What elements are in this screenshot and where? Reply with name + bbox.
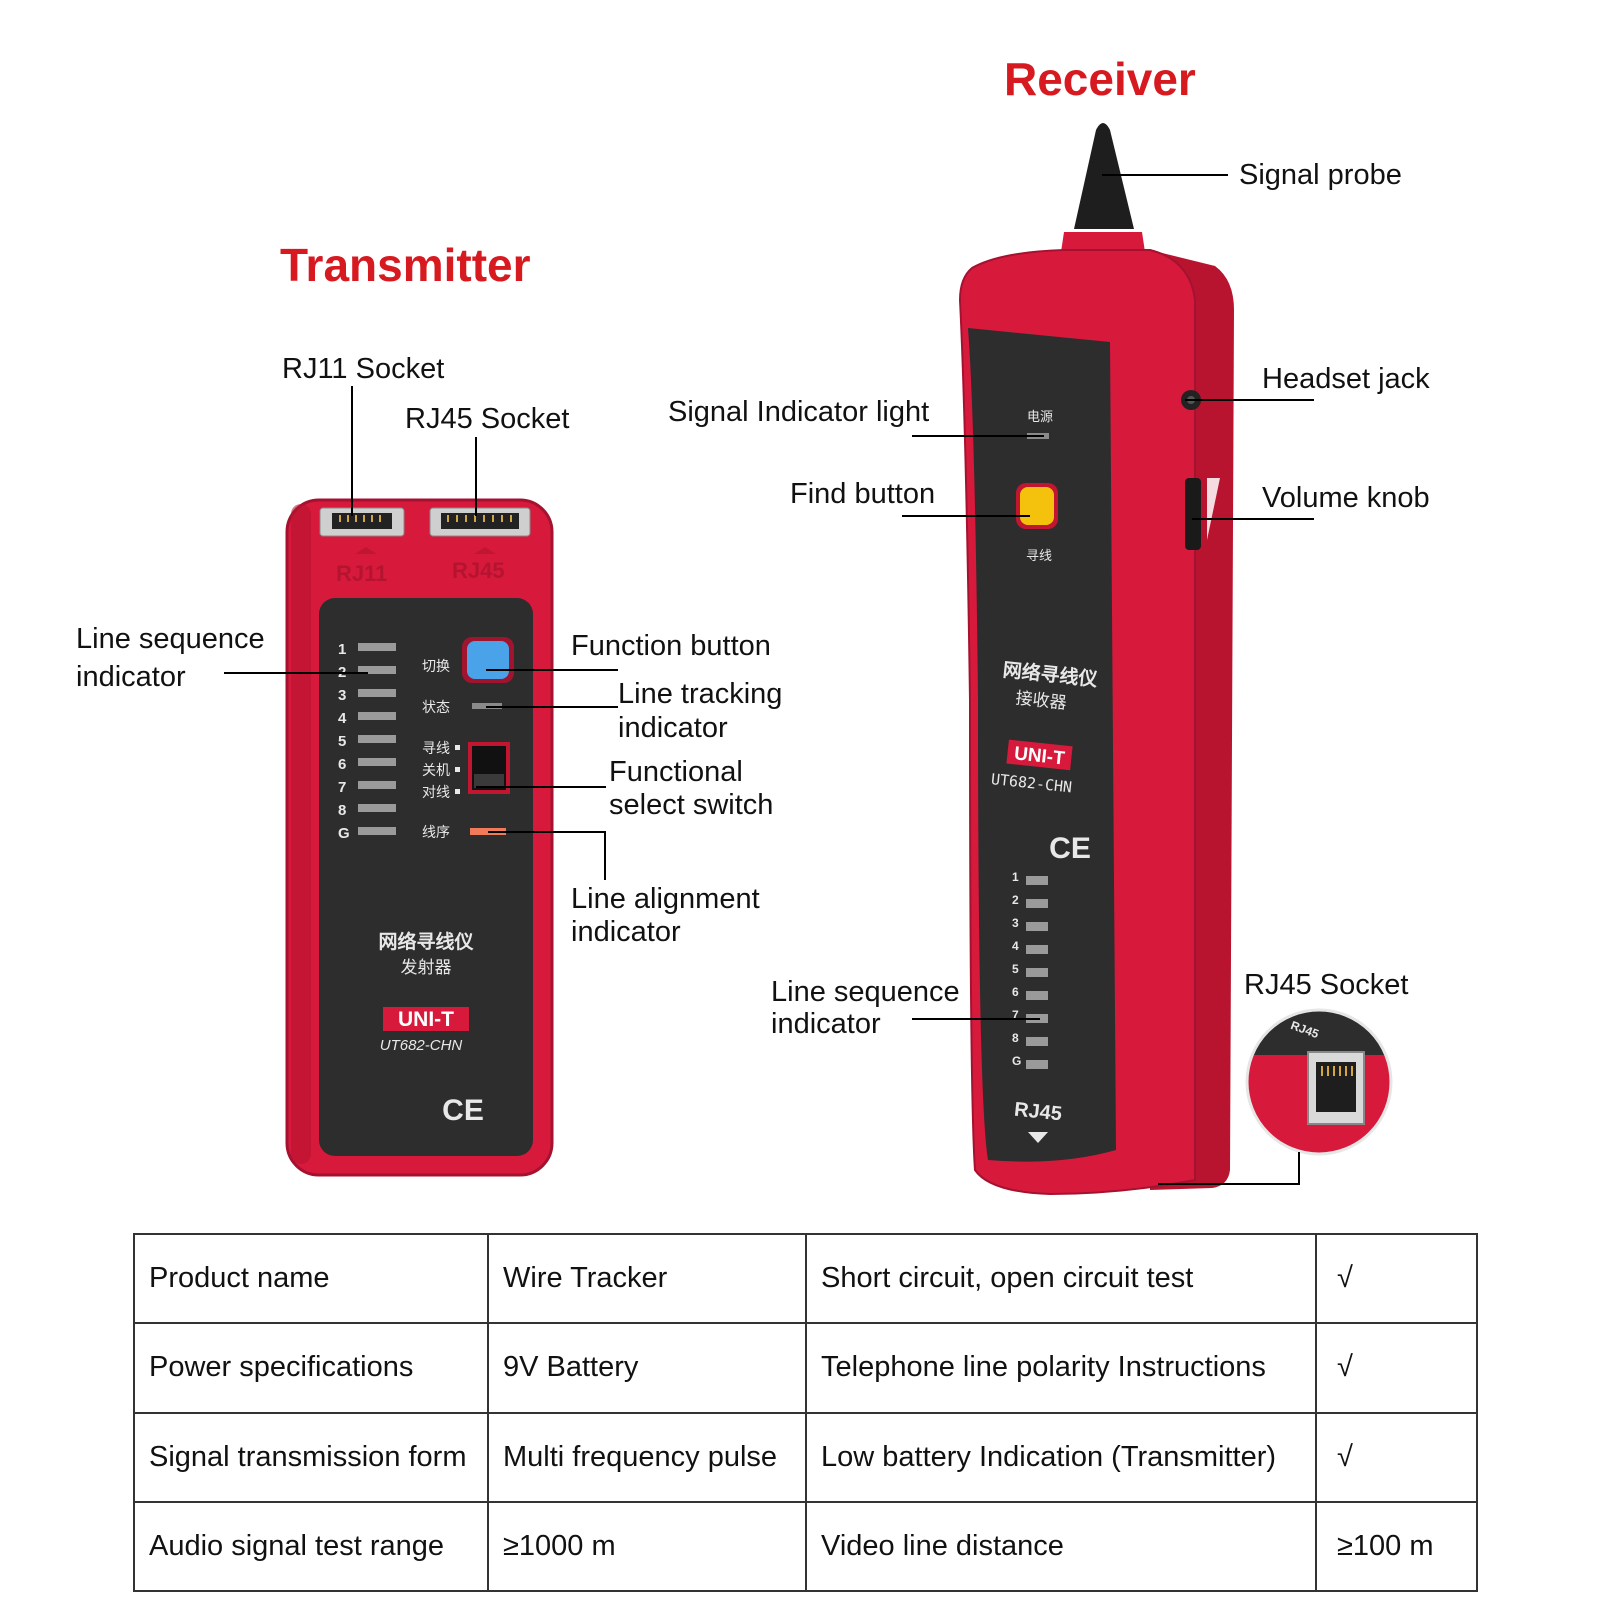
status-label: 状态 (422, 700, 450, 716)
table-cell: Low battery Indication (Transmitter) (805, 1411, 1317, 1503)
rj45-port-label: RJ45 (452, 558, 505, 583)
led-number: 7 (338, 779, 346, 796)
table-cell: Multi frequency pulse (487, 1411, 807, 1503)
receiver-sequence-leds (1026, 876, 1048, 1069)
spec-table: Product name Wire Tracker Short circuit,… (133, 1232, 1478, 1593)
led-number: 4 (338, 710, 347, 727)
transmitter-device: RJ11 RJ45 1 2 3 4 5 6 7 8 G 切换 状态 (285, 498, 554, 1177)
receiver-device: 电源 寻线 网络寻线仪 接收器 UNI-T UT682-CHN CE 1 2 3… (958, 123, 1234, 1196)
mode-label: 寻线 (422, 741, 450, 757)
transmitter-title: Transmitter (280, 239, 531, 291)
led-number: G (338, 825, 350, 842)
transmitter-model: UT682-CHN (380, 1037, 463, 1054)
led-number: 1 (338, 641, 346, 658)
line-tracking-indicator-label: Line tracking indicator (618, 678, 783, 744)
table-cell: Video line distance (805, 1500, 1317, 1593)
table-cell: ≥100 m (1315, 1500, 1478, 1593)
table-row: Signal transmission form Multi frequency… (133, 1411, 1478, 1503)
receiver-rj45-inset: RJ45 (1245, 1008, 1393, 1156)
table-cell: Power specifications (133, 1322, 489, 1414)
signal-indicator-light-label: Signal Indicator light (668, 396, 930, 428)
led-number: 8 (1012, 1031, 1019, 1045)
functional-select-switch-label: Functional select switch (609, 756, 774, 821)
led-number: 5 (1012, 962, 1019, 976)
table-cell: √ (1315, 1411, 1478, 1503)
led-number: G (1012, 1054, 1021, 1068)
led-number: 1 (1012, 870, 1019, 884)
transmitter-name-line2: 发射器 (401, 958, 452, 978)
table-cell: Telephone line polarity Instructions (805, 1322, 1317, 1414)
rj11-socket (319, 507, 405, 537)
led-number: 7 (1012, 1008, 1019, 1022)
table-cell: √ (1315, 1232, 1478, 1325)
led-number: 3 (338, 687, 346, 704)
line-sequence-leds (358, 643, 396, 835)
headset-jack-label: Headset jack (1262, 363, 1430, 395)
table-cell: 9V Battery (487, 1322, 807, 1414)
mode-label: 对线 (422, 785, 450, 801)
volume-knob-label: Volume knob (1262, 482, 1430, 514)
table-row: Product name Wire Tracker Short circuit,… (133, 1232, 1478, 1325)
receiver-led-numbers: 1 2 3 4 5 6 7 8 G (1012, 870, 1021, 1068)
tx-line-sequence-indicator-label: Line sequence indicator (76, 623, 265, 693)
signal-probe-label: Signal probe (1239, 159, 1402, 191)
rj11-socket-label: RJ11 Socket (282, 353, 445, 385)
transmitter-ce-mark: CE (442, 1094, 484, 1127)
rj11-port-label: RJ11 (336, 561, 387, 586)
power-label: 电源 (1027, 410, 1053, 425)
transmitter-name-line1: 网络寻线仪 (378, 930, 474, 953)
table-cell: Audio signal test range (133, 1500, 489, 1593)
table-row: Power specifications 9V Battery Telephon… (133, 1322, 1478, 1414)
led-number: 6 (338, 756, 346, 773)
led-number: 3 (1012, 916, 1019, 930)
rj45-socket (429, 507, 531, 537)
functional-select-switch (468, 742, 510, 794)
rx-rj45-socket-label: RJ45 Socket (1244, 969, 1409, 1001)
line-alignment-indicator-label: Line alignment indicator (571, 883, 760, 948)
find-button (1016, 483, 1058, 529)
function-button (462, 637, 514, 683)
product-illustration: RJ11 RJ45 1 2 3 4 5 6 7 8 G 切换 状态 (224, 123, 1393, 1196)
transmitter-brand: UNI-T (398, 1008, 454, 1031)
receiver-port-label: RJ45 (1013, 1099, 1063, 1126)
table-cell: √ (1315, 1322, 1478, 1414)
find-button-label: Find button (790, 478, 936, 510)
led-number: 2 (1012, 893, 1019, 907)
led-number: 5 (338, 733, 346, 750)
receiver-ce-mark: CE (1049, 832, 1091, 865)
function-button-label: Function button (571, 630, 771, 662)
receiver-callouts (902, 174, 1314, 1185)
mode-label: 关机 (422, 763, 450, 779)
find-label: 寻线 (1026, 549, 1052, 564)
volume-knob (1185, 478, 1201, 550)
sequence-label: 线序 (422, 825, 450, 841)
table-cell: ≥1000 m (487, 1500, 807, 1593)
table-cell: Short circuit, open circuit test (805, 1232, 1317, 1325)
receiver-title: Receiver (1004, 53, 1196, 105)
table-cell: Wire Tracker (487, 1232, 807, 1325)
led-number: 6 (1012, 985, 1019, 999)
rx-line-sequence-indicator-label: Line sequence indicator (771, 976, 960, 1040)
rj45-socket-label: RJ45 Socket (405, 403, 570, 435)
led-number: 4 (1012, 939, 1019, 953)
table-cell: Signal transmission form (133, 1411, 489, 1503)
switch-label: 切换 (422, 658, 450, 675)
transmitter-callouts (224, 386, 618, 880)
table-cell: Product name (133, 1232, 489, 1325)
table-row: Audio signal test range ≥1000 m Video li… (133, 1500, 1478, 1593)
led-number: 8 (338, 802, 346, 819)
